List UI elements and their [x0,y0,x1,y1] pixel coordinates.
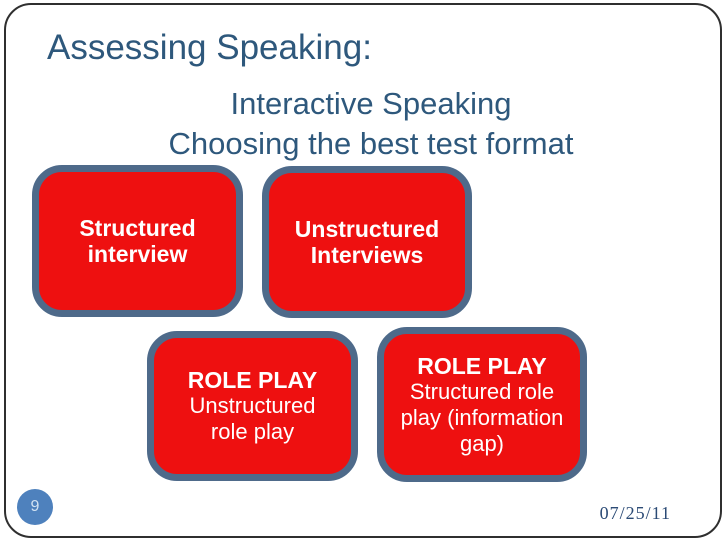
page-number: 9 [30,498,40,515]
box-unstructured-interviews: Unstructured Interviews [262,166,472,318]
box-role-play-structured-line2: play (information [400,404,564,430]
box-role-play-structured-line3: gap) [459,430,505,456]
box-role-play-unstructured-header: ROLE PLAY [187,367,318,393]
box-role-play-unstructured-line1: Unstructured [189,393,316,418]
box-structured-interview-line1: Structured [79,215,196,241]
subtitle-line-1: Interactive Speaking [230,86,512,121]
box-unstructured-interviews-line2: Interviews [310,242,424,268]
slide-title: Assessing Speaking: [47,28,372,67]
box-role-play-unstructured: ROLE PLAY Unstructured role play [147,331,358,481]
slide-subtitle: Interactive Speaking Choosing the best t… [6,84,728,164]
box-unstructured-interviews-line1: Unstructured [294,216,440,242]
box-structured-interview: Structured interview [32,165,243,317]
box-structured-interview-line2: interview [87,241,188,267]
box-role-play-structured-header: ROLE PLAY [417,352,547,379]
box-role-play-structured: ROLE PLAY Structured role play (informat… [377,327,587,482]
page-number-badge: 9 [17,489,53,525]
subtitle-line-2: Choosing the best test format [168,126,574,161]
box-role-play-unstructured-line2: role play [210,419,295,444]
box-role-play-structured-line1: Structured role [409,378,555,404]
slide-date: 07/25/11 [599,503,671,523]
